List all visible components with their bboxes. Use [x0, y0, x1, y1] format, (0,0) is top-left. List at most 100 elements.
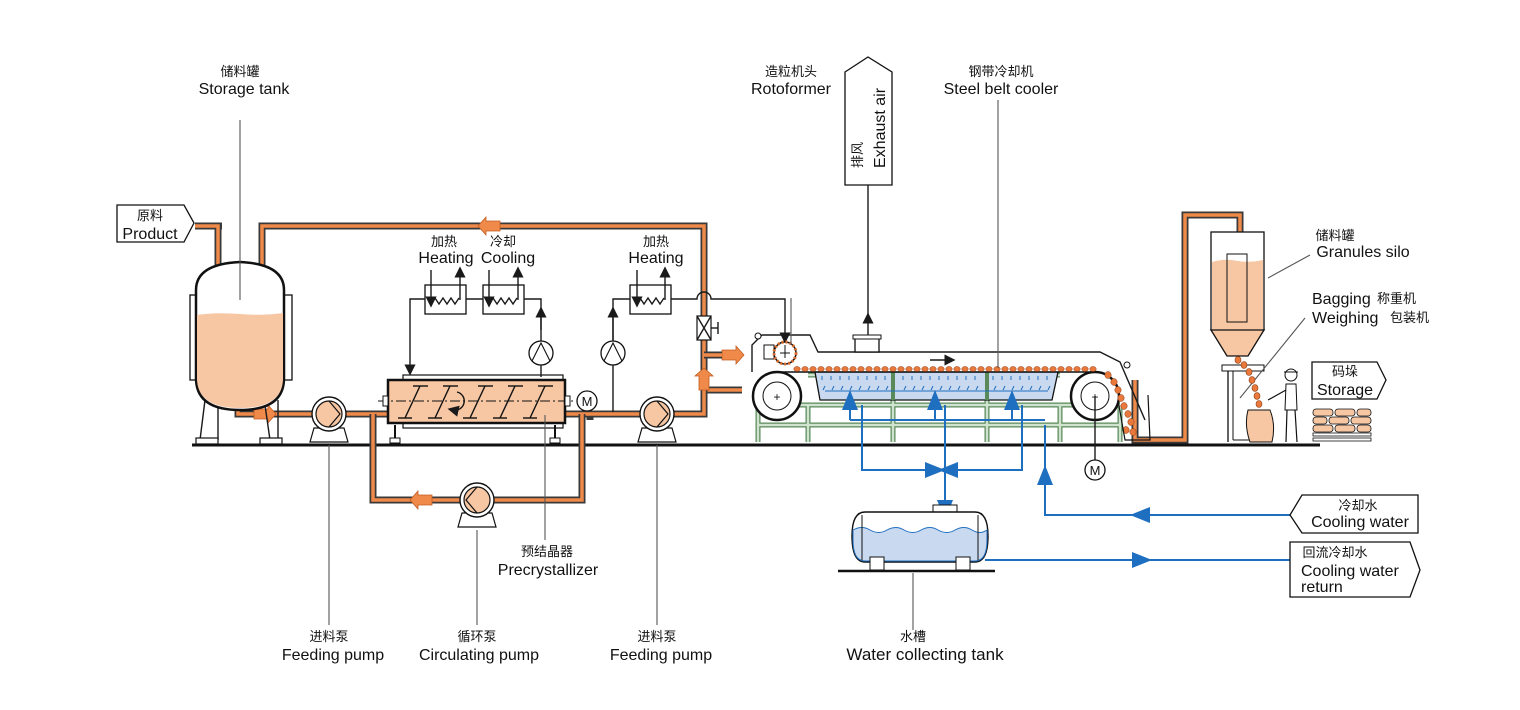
spray-nozzle: [1037, 376, 1042, 391]
pastille: [1127, 418, 1135, 426]
granules-silo: [1209, 231, 1311, 443]
pastille: [897, 366, 905, 372]
pastille: [801, 366, 809, 372]
pastille: [841, 366, 849, 372]
motor-label: M: [582, 394, 593, 409]
svg-text:+: +: [773, 390, 780, 404]
heating-1-label-en: Heating: [418, 250, 473, 267]
exhaust-label-zh: 排风: [851, 142, 866, 168]
heating-2-label-en: Heating: [628, 250, 683, 267]
storage-tank: [189, 120, 293, 445]
pastille: [809, 366, 817, 372]
pastille: [857, 366, 865, 372]
spray-nozzle: [857, 376, 862, 391]
pastille: [1114, 386, 1122, 394]
spray-nozzle: [965, 376, 970, 391]
pastille: [849, 366, 857, 372]
spray-nozzle: [911, 376, 916, 391]
pastille: [1009, 366, 1017, 372]
spray-nozzle: [992, 376, 997, 391]
pastille: [833, 366, 841, 372]
spray-nozzle: [956, 376, 961, 391]
steel-belt-cooler: + + M: [751, 100, 1151, 481]
cooling-return-label-en1: Cooling water: [1301, 563, 1400, 580]
product-label-zh: 原料: [137, 209, 163, 224]
pastille: [793, 366, 801, 372]
pastille: [1089, 366, 1097, 372]
heat-exchangers-precrystallizer: [404, 266, 554, 377]
pastille: [1129, 428, 1137, 436]
cooling-1-label-zh: 冷却: [490, 235, 516, 250]
pastille: [953, 366, 961, 372]
spray-nozzle: [1001, 376, 1006, 391]
spray-nozzle: [920, 376, 925, 391]
pastille: [937, 366, 945, 372]
spray-nozzle: [1010, 376, 1015, 391]
spray-nozzle: [947, 376, 952, 391]
storage-label-zh: 码垛: [1332, 365, 1358, 380]
cooling-water-return-label: 回流冷却水 Cooling water return: [1289, 541, 1421, 598]
precrystallizer-motor: M: [576, 390, 598, 412]
cooling-water-label-en: Cooling water: [1311, 514, 1410, 531]
spray-nozzle: [902, 376, 907, 391]
pastille: [985, 366, 993, 372]
pastille: [993, 366, 1001, 372]
feeding-pump-2: [637, 396, 677, 625]
product-inlet-label: 原料 Product: [116, 204, 195, 243]
pastille: [969, 366, 977, 372]
cooling-water-pipes: [842, 390, 1290, 568]
pastille: [865, 366, 873, 372]
cooling-water-label-zh: 冷却水: [1338, 499, 1377, 514]
pastille: [1049, 366, 1057, 372]
water-tank-label-en: Water collecting tank: [846, 645, 1004, 664]
pastille: [825, 366, 833, 372]
pastille: [921, 366, 929, 372]
heat-exchanger-rotoformer: [600, 266, 791, 412]
feeding-pump-2-label-en: Feeding pump: [610, 647, 712, 664]
circulating-pump-label-zh: 循环泵: [457, 630, 496, 645]
pastille: [1065, 366, 1073, 372]
pastille: [945, 366, 953, 372]
storage-label: 码垛 Storage: [1311, 361, 1387, 400]
pastille: [1081, 366, 1089, 372]
heating-2-label-zh: 加热: [643, 235, 669, 250]
steel-belt-label-en: Steel belt cooler: [944, 81, 1059, 98]
pastille: [1041, 366, 1049, 372]
storage-tank-label-en: Storage tank: [199, 81, 291, 98]
rotoformer-label-zh: 造粒机头: [765, 65, 817, 80]
granules-silo-label-zh: 储料罐: [1315, 229, 1354, 244]
water-collecting-tank: [838, 504, 995, 630]
cooling-water-inlet-label: 冷却水 Cooling water: [1289, 494, 1419, 534]
spray-nozzle: [839, 376, 844, 391]
pastille: [1057, 366, 1065, 372]
pastille: [881, 366, 889, 372]
precrystallizer: [378, 374, 575, 540]
spray-nozzle: [1046, 376, 1051, 391]
weighing-label-en: Weighing: [1312, 310, 1378, 327]
pastille: [905, 366, 913, 372]
pastille: [1117, 394, 1125, 402]
product-label-en: Product: [122, 226, 178, 243]
spray-nozzle: [830, 376, 835, 391]
weighing-label-zh: 包装机: [1390, 311, 1429, 326]
exhaust-air-outlet: 排风 Exhaust air: [844, 56, 893, 318]
spray-nozzle: [1028, 376, 1033, 391]
pastille: [913, 366, 921, 372]
pallet-bags: [1312, 408, 1372, 442]
pastille: [977, 366, 985, 372]
pastille: [1001, 366, 1009, 372]
pastille: [1120, 402, 1128, 410]
pastille: [1104, 371, 1112, 379]
circulating-pump-label-en: Circulating pump: [419, 647, 539, 664]
precrystallizer-label-en: Precrystallizer: [498, 562, 599, 579]
water-tank-label-zh: 水槽: [900, 630, 926, 645]
pastille: [817, 366, 825, 372]
spray-nozzle: [938, 376, 943, 391]
pastille: [889, 366, 897, 372]
spray-nozzle: [1019, 376, 1024, 391]
storage-label-en: Storage: [1317, 382, 1373, 399]
rotoformer-label-en: Rotoformer: [751, 81, 832, 98]
heating-1-label-zh: 加热: [431, 235, 457, 250]
spray-nozzle: [884, 376, 889, 391]
